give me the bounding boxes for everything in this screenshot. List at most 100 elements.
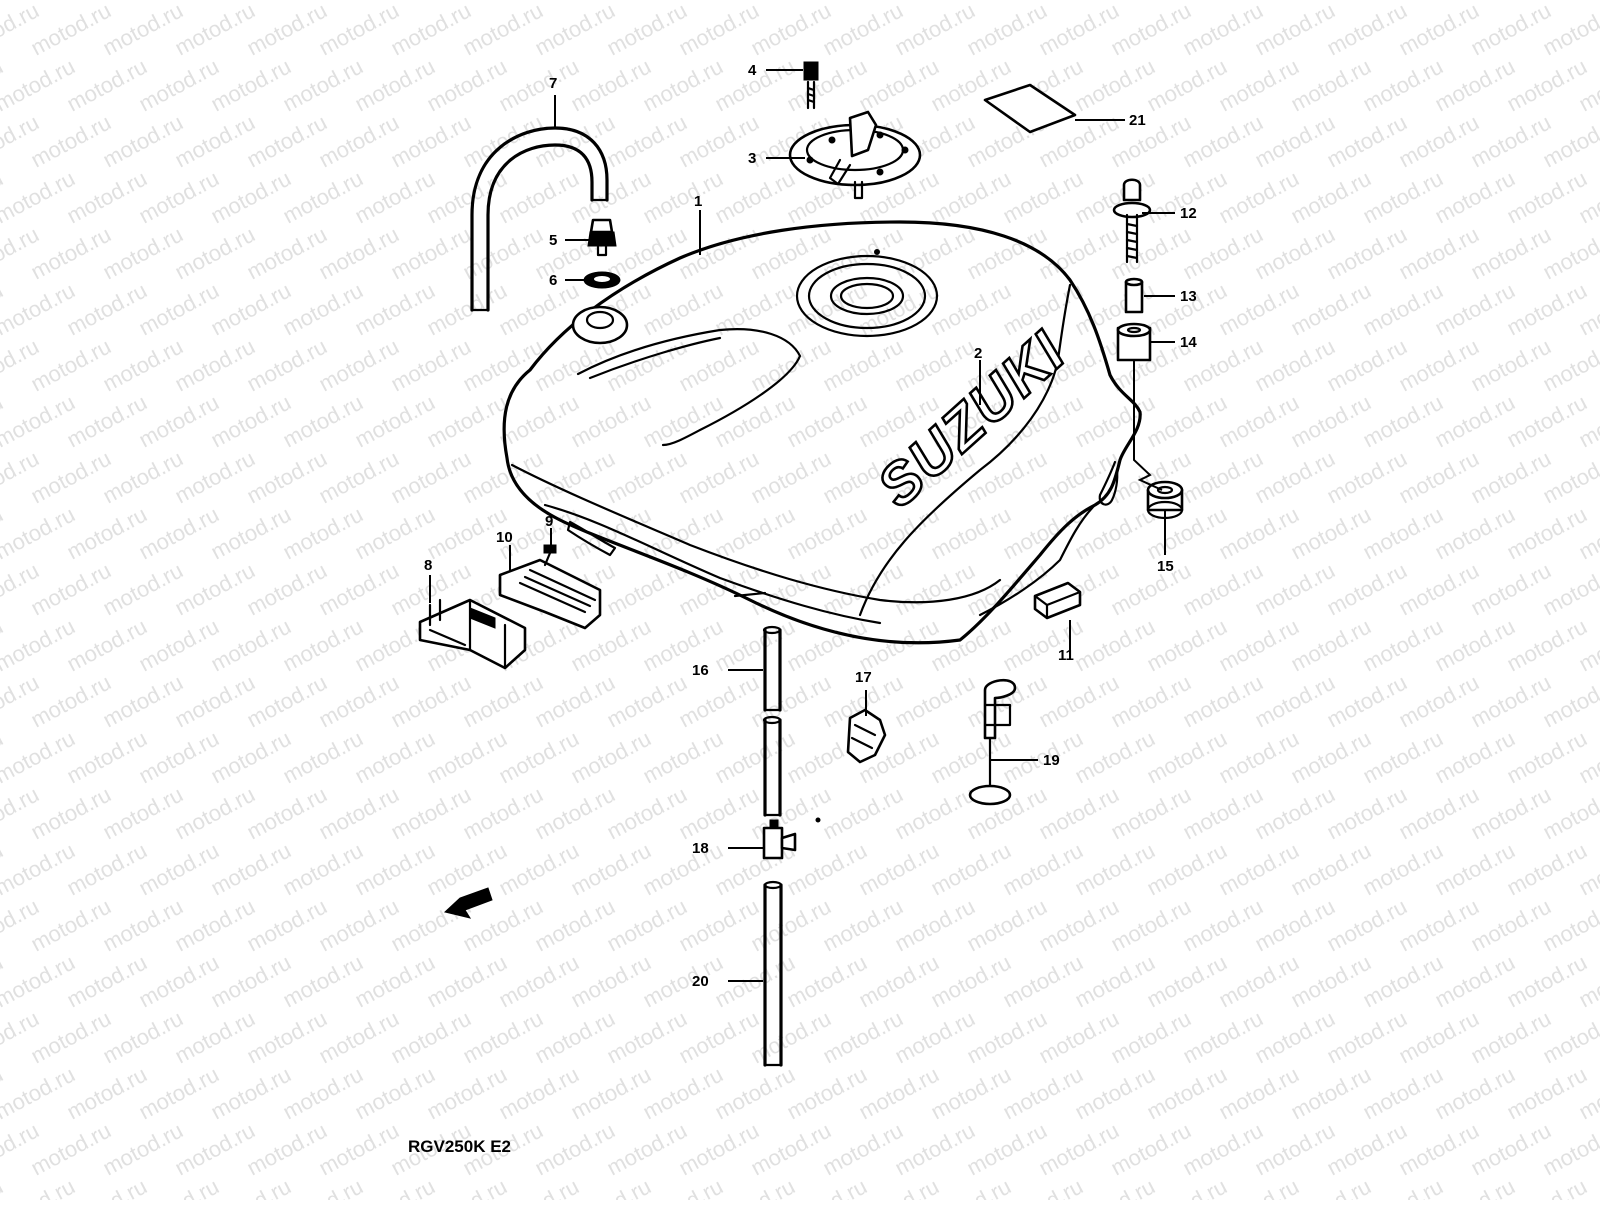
clamp-part-17 [846,708,887,764]
watermark-text: motod.ru [63,1062,151,1125]
watermark-text: motod.ru [855,502,943,565]
callout-15: 15 [1157,558,1174,575]
watermark-text: motod.ru [135,950,223,1013]
watermark-text: motod.ru [171,1006,259,1069]
watermark-text: motod.ru [99,558,187,621]
watermark-text: motod.ru [1359,54,1447,117]
watermark-text: motod.ru [351,0,439,4]
watermark-text: motod.ru [1215,0,1303,4]
cushion-part-14 [1116,322,1152,362]
callout-8: 8 [424,557,432,574]
watermark-text: motod.ru [387,334,475,397]
watermark-text: motod.ru [1395,1006,1483,1069]
model-code: RGV250K E2 [408,1137,511,1156]
watermark-text: motod.ru [1035,782,1123,845]
watermark-text: motod.ru [639,726,727,789]
watermark-text: motod.ru [1143,726,1231,789]
watermark-text: motod.ru [0,1062,79,1125]
watermark-text: motod.ru [63,0,151,4]
watermark-text: motod.ru [1287,0,1375,4]
watermark-text: motod.ru [171,1118,259,1181]
watermark-text: motod.ru [1359,950,1447,1013]
watermark-text: motod.ru [1323,782,1411,845]
watermark-text: motod.ru [495,950,583,1013]
watermark-text: motod.ru [207,278,295,341]
watermark-text: motod.ru [1323,334,1411,397]
watermark-text: motod.ru [999,838,1087,901]
watermark-text: motod.ru [351,726,439,789]
watermark-text: motod.ru [99,110,187,173]
watermark-text: motod.ru [459,0,547,60]
bracket-part-8 [418,598,527,670]
watermark-text: motod.ru [171,334,259,397]
watermark-text: motod.ru [927,950,1015,1013]
breather-hose [470,126,609,312]
watermark-text: motod.ru [531,446,619,509]
watermark-text: motod.ru [27,110,115,173]
watermark-text: motod.ru [711,614,799,677]
watermark-text: motod.ru [207,950,295,1013]
watermark-text: motod.ru [711,0,799,4]
watermark-text: motod.ru [495,278,583,341]
watermark-text: motod.ru [1467,558,1555,621]
watermark-text: motod.ru [135,166,223,229]
watermark-text: motod.ru [423,1062,511,1125]
watermark-text: motod.ru [1035,0,1123,60]
watermark-text: motod.ru [459,782,547,845]
watermark-text: motod.ru [279,278,367,341]
watermark-text: motod.ru [135,502,223,565]
watermark-text: motod.ru [1251,782,1339,845]
watermark-text: motod.ru [207,726,295,789]
watermark-text: motod.ru [207,502,295,565]
watermark-text: motod.ru [711,726,799,789]
watermark-text: motod.ru [27,222,115,285]
strap-part-19 [968,678,1017,806]
watermark-text: motod.ru [1323,558,1411,621]
watermark-text: motod.ru [1215,166,1303,229]
watermark-text: motod.ru [27,558,115,621]
watermark-text: motod.ru [243,334,331,397]
watermark-text: motod.ru [315,446,403,509]
watermark-text: motod.ru [27,1006,115,1069]
watermark-text: motod.ru [423,278,511,341]
watermark-text: motod.ru [63,838,151,901]
watermark-text: motod.ru [171,558,259,621]
watermark-text: motod.ru [1287,278,1375,341]
watermark-text: motod.ru [1143,838,1231,901]
watermark-text: motod.ru [351,54,439,117]
watermark-text: motod.ru [1395,334,1483,397]
hose-part-16 [762,625,782,817]
watermark-text: motod.ru [1287,950,1375,1013]
watermark-text: motod.ru [1323,1006,1411,1069]
watermark-text: motod.ru [495,1062,583,1125]
watermark-text: motod.ru [279,838,367,901]
callout-6: 6 [549,272,557,289]
watermark-text: motod.ru [171,110,259,173]
watermark-text: motod.ru [1287,1062,1375,1125]
watermark-text: motod.ru [495,838,583,901]
watermark-text: motod.ru [603,334,691,397]
callout-1: 1 [694,193,702,210]
watermark-text: motod.ru [495,54,583,117]
watermark-text: motod.ru [279,1062,367,1125]
watermark-text: motod.ru [99,0,187,60]
watermark-text: motod.ru [855,0,943,4]
watermark-text: motod.ru [1179,894,1267,957]
watermark-text: motod.ru [315,110,403,173]
watermark-text: motod.ru [1359,0,1447,4]
watermark-text: motod.ru [819,222,907,285]
watermark-text: motod.ru [1143,614,1231,677]
front-arrow-icon [443,887,493,919]
watermark-text: motod.ru [531,1006,619,1069]
watermark-text: motod.ru [1179,670,1267,733]
watermark-text: motod.ru [99,222,187,285]
watermark-text: motod.ru [1395,222,1483,285]
watermark-text: motod.ru [531,670,619,733]
watermark-text: motod.ru [1359,614,1447,677]
watermark-text: motod.ru [0,1174,7,1200]
bolt-part-4 [803,61,819,110]
watermark-text: motod.ru [1107,670,1195,733]
watermark-text: motod.ru [1143,54,1231,117]
watermark-text: motod.ru [639,54,727,117]
